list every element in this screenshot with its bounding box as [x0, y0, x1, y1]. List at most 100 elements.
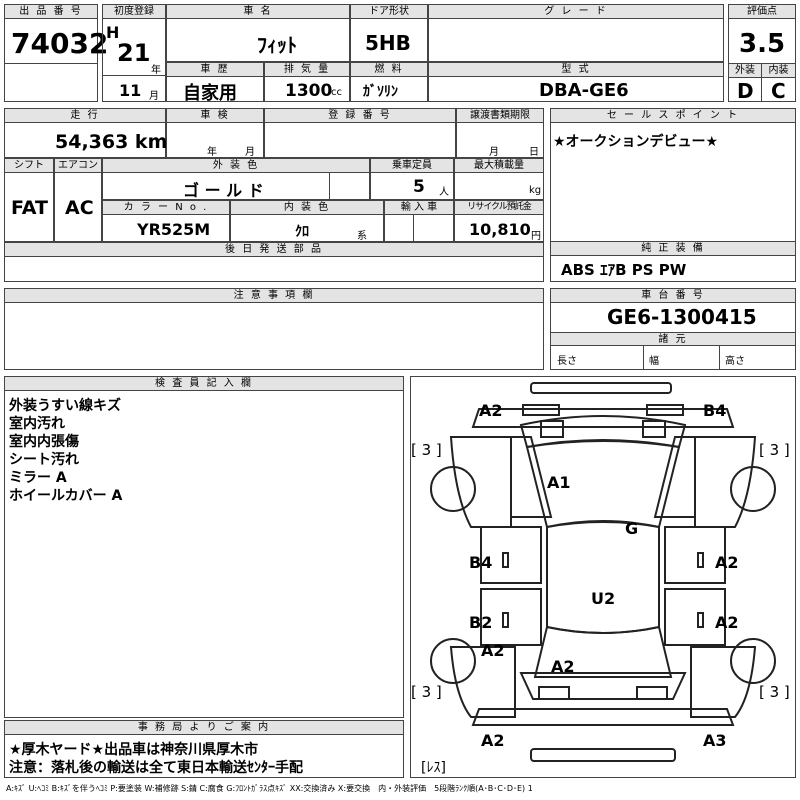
exterior-grade-label: 外装 [729, 64, 762, 78]
grade-label: グ レ ー ド [429, 5, 723, 19]
later-parts-cell: 後 日 発 送 部 品 [4, 242, 544, 282]
damage-diagram: [ 3 ] [ 3 ] [ 3 ] [ 3 ] [ﾚｽ] A2 B4 A1 G … [410, 376, 796, 778]
inspection-label: 車 検 [167, 109, 263, 123]
later-parts-label: 後 日 発 送 部 品 [5, 243, 543, 257]
car-name-label: 車 名 [167, 5, 349, 19]
inspector-label: 検 査 員 記 入 欄 [5, 377, 403, 391]
color-value: ゴ ー ル ド [183, 181, 264, 200]
displacement-unit: cc [331, 87, 342, 98]
tire-label-rear-left: [ 3 ] [411, 683, 442, 701]
notes-label: 注 意 事 項 欄 [5, 289, 543, 303]
recycle-cell: リサイクル預託金 10,810 円 [454, 200, 544, 242]
color-no-value: YR525M [137, 220, 211, 239]
transfer-day-unit: 日 [529, 147, 539, 158]
interior-grade-label: 内装 [762, 64, 795, 78]
damage-door-rear-left: B2 [469, 613, 493, 632]
door-label: ドア形状 [351, 5, 427, 19]
displacement-cell: 排 気 量 1300 cc [264, 62, 350, 102]
width-label: 幅 [649, 356, 659, 367]
damage-legend: A:ｷｽﾞ U:ﾍｺﾐ B:ｷｽﾞを伴うﾍｺﾐ P:要塗装 W:補修跡 S:錆 … [6, 784, 533, 793]
score-value: 3.5 [739, 29, 786, 59]
mileage-label: 走 行 [5, 109, 165, 123]
damage-trunk: A2 [551, 657, 575, 676]
damage-fender-rear-left: A2 [481, 641, 505, 660]
grade-cell: グ レ ー ド [428, 4, 724, 62]
inspector-line: 外装うすい線キズ [9, 398, 121, 414]
dims-label: 諸 元 [551, 332, 795, 346]
equipment-value: ABS ｴｱB PS PW [561, 261, 687, 279]
fuel-label: 燃 料 [351, 63, 427, 77]
model-value: DBA-GE6 [539, 80, 629, 101]
fuel-cell: 燃 料 ｶﾞｿﾘﾝ [350, 62, 428, 102]
car-outline [430, 382, 776, 762]
door-type: 5HB [365, 31, 411, 55]
ac-cell: エアコン AC [54, 158, 102, 242]
registration-no-cell: 登 録 番 号 [264, 108, 456, 158]
transfer-month-unit: 月 [489, 147, 499, 158]
chassis-label: 車 台 番 号 [551, 289, 795, 303]
inspector-line: シート汚れ [9, 452, 79, 468]
inspector-notes-cell: 検 査 員 記 入 欄 外装うすい線キズ 室内汚れ 室内内張傷 シート汚れ ミラ… [4, 376, 404, 718]
spare-tire-label: [ﾚｽ] [421, 760, 446, 776]
damage-door-front-left: B4 [469, 553, 493, 572]
inspector-line: 室内内張傷 [9, 434, 79, 450]
import-label: 輸 入 車 [385, 201, 453, 215]
recycle-label: リサイクル預託金 [455, 201, 543, 215]
sales-point-text: ★オークションデビュー★ [553, 134, 719, 150]
month: 11 [119, 81, 142, 100]
car-name: ﾌｨｯﾄ [257, 33, 297, 57]
office-line-2: 注意：落札後の輸送は全て東日本輸送ｾﾝﾀｰ手配 [9, 760, 303, 776]
sales-point-cell: セ ー ル ス ポ イ ン ト ★オークションデビュー★ 純 正 装 備 ABS… [550, 108, 796, 282]
year-unit: 年 [151, 65, 161, 76]
history-value: 自家用 [183, 83, 237, 104]
tire-label-front-left: [ 3 ] [411, 441, 442, 459]
first-registration-cell: 初度登録 H 21 年 11 月 [102, 4, 166, 102]
tire-label-rear-right: [ 3 ] [759, 683, 790, 701]
score-cell: 評価点 3.5 外装 内装 D C [728, 4, 796, 103]
capacity-value: 5 [413, 177, 425, 197]
damage-front-right: B4 [703, 401, 727, 420]
history-label: 車 歴 [167, 63, 263, 77]
color-no-label: カ ラ ー N o . [103, 201, 229, 215]
damage-glass: G [625, 519, 639, 538]
color-cell: 外 装 色 ゴ ー ル ド [102, 158, 370, 200]
year: 21 [117, 39, 151, 67]
load-cell: 最大積載量 kg [454, 158, 544, 200]
color-label: 外 装 色 [103, 159, 369, 173]
reg-no-label: 登 録 番 号 [265, 109, 455, 123]
transfer-cell: 譲渡書類期限 月 日 [456, 108, 544, 158]
equipment-label: 純 正 装 備 [551, 242, 795, 256]
damage-roof: U2 [591, 589, 616, 608]
history-cell: 車 歴 自家用 [166, 62, 264, 104]
load-unit: kg [529, 185, 542, 196]
inspection-cell: 車 検 年 月 [166, 108, 264, 158]
int-color-value: ｸﾛ [295, 224, 309, 240]
ac-label: エアコン [55, 159, 101, 173]
transfer-label: 譲渡書類期限 [457, 109, 543, 123]
import-cell: 輸 入 車 [384, 200, 454, 242]
inspection-year-unit: 年 [207, 147, 217, 158]
interior-color-cell: 内 装 色 ｸﾛ 系 [230, 200, 384, 242]
damage-rear-right: A3 [703, 731, 727, 750]
lot-number-cell: 出 品 番 号 74032 [4, 4, 108, 102]
office-notice-cell: 事 務 局 よ り ご 案 内 ★厚木ヤード★出品車は神奈川県厚木市 注意：落札… [4, 720, 404, 778]
model-label: 型 式 [429, 63, 723, 77]
inspection-month-unit: 月 [245, 147, 255, 158]
shift-value: FAT [11, 197, 48, 219]
damage-hood: A1 [547, 473, 571, 492]
int-color-label: 内 装 色 [231, 201, 383, 215]
lot-number-label: 出 品 番 号 [5, 5, 97, 19]
chassis-value: GE6-1300415 [607, 305, 757, 329]
inspector-line: ミラー A [9, 470, 67, 486]
chassis-cell: 車 台 番 号 GE6-1300415 諸 元 長さ 幅 高さ [550, 288, 796, 370]
load-label: 最大積載量 [455, 159, 543, 173]
fuel-value: ｶﾞｿﾘﾝ [363, 84, 398, 100]
damage-door-front-right: A2 [715, 553, 739, 572]
era: H [106, 23, 120, 42]
shift-label: シフト [5, 159, 53, 173]
inspector-line: 室内汚れ [9, 416, 65, 432]
month-unit: 月 [149, 91, 159, 102]
length-label: 長さ [557, 356, 577, 367]
exterior-grade: D [737, 79, 754, 103]
mileage-cell: 走 行 54,363 km [4, 108, 167, 158]
